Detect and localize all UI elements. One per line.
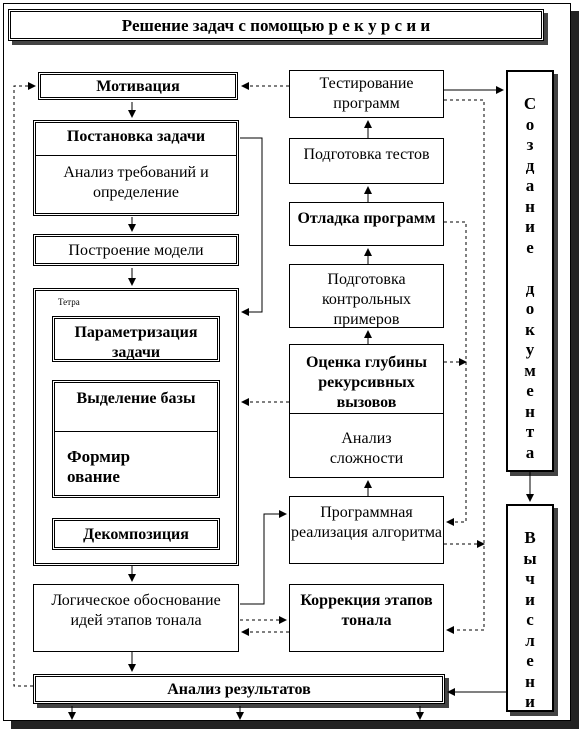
problem-divider xyxy=(36,155,236,156)
model-building-box: Построение модели xyxy=(33,234,239,266)
base-divider xyxy=(55,431,217,432)
complexity-text: Анализ сложности xyxy=(329,430,404,467)
decomposition-box: Декомпозиция xyxy=(52,518,220,550)
depth-complexity-box: Оценка глубины рекурсивных вызовов Анали… xyxy=(289,344,444,478)
depth-text: Оценка глубины рекурсивных вызовов xyxy=(305,354,428,411)
dashed-debug-impl xyxy=(444,221,467,526)
control-prep-box: Подготовка контрольных примеров xyxy=(289,264,444,328)
requirements-text: Анализ требований и определение xyxy=(63,164,209,201)
depth-divider xyxy=(290,413,443,414)
problem-statement-text: Постановка задачи xyxy=(66,128,206,145)
correction-text: Коррекция этапов тонала xyxy=(300,592,433,629)
test-prep-box: Подготовка тестов xyxy=(289,138,444,184)
debugging-box: Отладка программ xyxy=(289,202,444,246)
base-formation-box: Выделение базы Формир ование xyxy=(52,380,220,498)
motivation-box: Мотивация xyxy=(38,72,238,100)
parametrization-box: Параметризация задачи xyxy=(52,316,220,362)
arrow-problem-group xyxy=(240,137,263,316)
title-text: Решение задач с помощью р е к у р с и и xyxy=(121,16,431,35)
diagram-title: Решение задач с помощью р е к у р с и и xyxy=(8,9,544,41)
test-prep-text: Подготовка тестов xyxy=(303,146,430,163)
testing-text: Тестирование программ xyxy=(319,75,414,112)
dashed-results-motivation xyxy=(13,82,36,687)
formation-text: Формир ование xyxy=(67,447,131,486)
testing-box: Тестирование программ xyxy=(289,70,444,118)
logical-justification-text: Логическое обоснование идей этапов тонал… xyxy=(51,592,221,629)
computing-box: В ы ч и с л е н и xyxy=(506,504,554,712)
control-prep-text: Подготовка контрольных примеров xyxy=(321,271,412,328)
correction-box: Коррекция этапов тонала xyxy=(289,584,444,652)
decomposition-text: Декомпозиция xyxy=(83,526,189,543)
logical-justification-box: Логическое обоснование идей этапов тонал… xyxy=(33,584,239,652)
problem-statement-box: Постановка задачи Анализ требований и оп… xyxy=(33,120,239,216)
implementation-text: Программная реализация алгоритма xyxy=(290,504,443,541)
base-selection-text: Выделение базы xyxy=(76,390,196,407)
computing-text: В ы ч и с л е н и xyxy=(523,528,537,711)
documentation-text: С о з д а н и е д о к у м е н т а xyxy=(523,94,537,462)
parametrization-text: Параметризация задачи xyxy=(74,324,198,361)
dashed-testing-correction xyxy=(444,99,485,634)
implementation-box: Программная реализация алгоритма xyxy=(289,496,444,564)
group-label: Тетра xyxy=(58,297,80,307)
results-text: Анализ результатов xyxy=(167,681,311,698)
documentation-box: С о з д а н и е д о к у м е н т а xyxy=(506,70,554,472)
motivation-text: Мотивация xyxy=(96,78,180,95)
arrow-logical-impl xyxy=(240,510,287,605)
debugging-text: Отладка программ xyxy=(297,210,436,227)
results-box: Анализ результатов xyxy=(33,674,445,704)
model-building-text: Построение модели xyxy=(68,242,204,259)
